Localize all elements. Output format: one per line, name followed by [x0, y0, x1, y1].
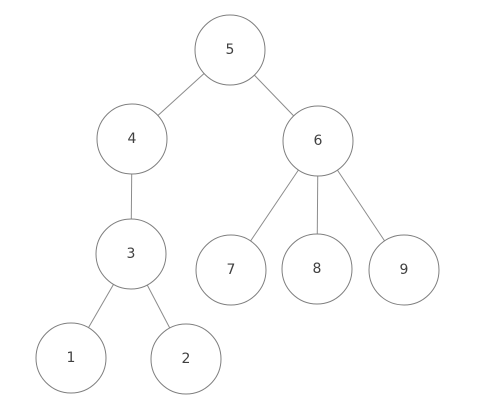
node-9: 9 — [368, 234, 440, 306]
edge-6-7 — [250, 169, 299, 242]
edge-5-4 — [157, 73, 205, 116]
node-5: 5 — [194, 14, 266, 86]
node-label-1: 1 — [67, 350, 76, 366]
node-circle-1 — [35, 322, 107, 394]
edges-layer — [88, 73, 386, 329]
edge-3-2 — [146, 284, 171, 329]
node-3: 3 — [95, 218, 167, 290]
node-label-9: 9 — [400, 262, 409, 278]
node-7: 7 — [195, 234, 267, 306]
node-label-2: 2 — [182, 351, 191, 367]
edge-5-6 — [253, 74, 295, 117]
node-circle-8 — [281, 233, 353, 305]
node-label-6: 6 — [314, 133, 323, 149]
nodes-layer: 5 4 6 3 7 8 9 1 2 — [35, 14, 440, 395]
node-circle-9 — [368, 234, 440, 306]
node-4: 4 — [96, 103, 168, 175]
node-label-3: 3 — [127, 246, 136, 262]
node-circle-7 — [195, 234, 267, 306]
node-label-4: 4 — [128, 131, 137, 147]
node-label-8: 8 — [313, 261, 322, 277]
node-1: 1 — [35, 322, 107, 394]
node-2: 2 — [150, 323, 222, 395]
node-circle-6 — [282, 105, 354, 177]
node-label-7: 7 — [227, 262, 236, 278]
node-circle-5 — [194, 14, 266, 86]
node-label-5: 5 — [226, 42, 235, 58]
node-circle-3 — [95, 218, 167, 290]
edge-6-9 — [336, 169, 386, 242]
edge-3-1 — [88, 284, 114, 328]
node-circle-2 — [150, 323, 222, 395]
node-circle-4 — [96, 103, 168, 175]
node-6: 6 — [282, 105, 354, 177]
node-8: 8 — [281, 233, 353, 305]
